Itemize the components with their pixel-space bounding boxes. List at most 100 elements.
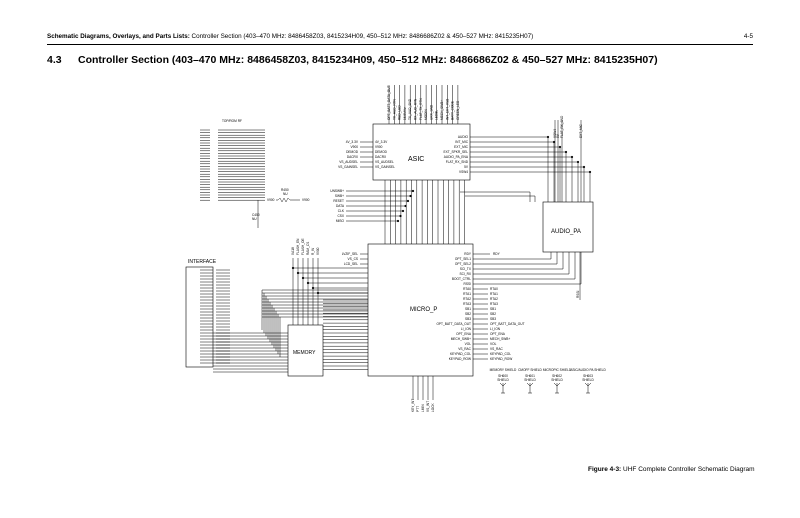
- resistor-value: NU: [283, 192, 288, 196]
- page-number: 4-5: [743, 33, 753, 40]
- micro-output-pin: OPT_BATT_DATA_OUT: [436, 322, 471, 326]
- micro-output-pin: SB2: [465, 312, 471, 316]
- junction-dot: [401, 209, 405, 213]
- micro-bottom-net: PTT: [416, 406, 420, 412]
- shield-title: MICROPIC SHIELD: [543, 368, 572, 372]
- shield-lead: [502, 382, 507, 387]
- interface-block: [185, 266, 214, 368]
- audio-pa-top-pin: 5V: [556, 133, 560, 138]
- micro-bottom-net: VS_INT: [426, 401, 430, 412]
- asic-net-input: CSX: [337, 214, 344, 218]
- asic-block: [372, 123, 471, 181]
- asic-left-pin-inner: DEMOD: [375, 150, 388, 154]
- micro-output-pin: OPT_ENA: [456, 332, 472, 336]
- asic-top-pin: OPT_BATT_DATA_OUT: [387, 85, 391, 120]
- asic-left-pin: VS_GAINSEL: [338, 165, 358, 169]
- asic-net-input: MISO: [336, 219, 345, 223]
- micro-output-net: VOL: [490, 342, 497, 346]
- asic-top-pin: INT_EXT_VSB: [445, 99, 449, 120]
- asic-left-pin: DACRX: [347, 155, 359, 159]
- memory-label: MEMORY: [293, 350, 316, 356]
- asic-right-pin: EXT_MIC: [454, 145, 469, 149]
- micro-right-pin: SCI_RX: [459, 272, 471, 276]
- section-title: 4.3 Controller Section (403–470 MHz: 8486…: [47, 54, 658, 66]
- micro-output-net: KEYPAD_ROW: [490, 357, 512, 361]
- asic-label: ASIC: [408, 156, 424, 163]
- asic-top-pin: RX_AUD_RTN: [414, 98, 418, 120]
- asic-right-pin: EXT_SPKR_SEL: [444, 150, 469, 154]
- rdy-net: RDY: [493, 252, 501, 256]
- micro-right-pin: BOOT_CTRL: [452, 277, 471, 281]
- asic-top-pin: URX_SND: [429, 104, 433, 120]
- capacitor-value: NU: [252, 217, 257, 221]
- shield-title: ASIC/AUDIO PA SHIELD: [570, 368, 606, 372]
- header-section-text: Controller Section (403–470 MHz: 8486458…: [191, 33, 534, 40]
- shield-lead: [584, 382, 589, 387]
- memory-top-net: FLASH_OE: [301, 238, 305, 255]
- asic-right-pin: AUDIO_PA_ENA: [444, 155, 469, 159]
- asic-right-pin: 5V: [464, 165, 469, 169]
- rssi-net: RSSI: [576, 290, 580, 298]
- junction-dot: [576, 160, 580, 164]
- asic-net-input: CLK: [338, 209, 345, 213]
- resistor-symbol: [277, 197, 291, 203]
- micro-right-pin: RDY: [464, 252, 472, 256]
- asic-net-input: DATA: [336, 204, 345, 208]
- section-title-text: Controller Section (403–470 MHz: 8486458…: [78, 54, 658, 66]
- shield-lead: [526, 382, 531, 387]
- micro-output-pin: RTA1: [463, 292, 471, 296]
- asic-top-pin: LEDBL: [435, 110, 439, 120]
- memory-block: [287, 324, 324, 377]
- micro-left-net: LCD_SEL: [344, 262, 358, 266]
- audio-pa-top-pin: FLAT_RX_SND: [560, 115, 564, 138]
- micro-right-pin: RSSI: [464, 282, 472, 286]
- micro-output-net: SB2: [490, 312, 496, 316]
- shield-lead: [499, 382, 504, 387]
- junction-dot: [582, 165, 586, 169]
- asic-top-pin: 16.8MHz: [403, 107, 407, 120]
- micro-output-net: RTA3: [490, 302, 498, 306]
- asic-top-pin: MECH_SWB+: [440, 100, 444, 120]
- micro-output-net: LI_ION: [490, 327, 501, 331]
- shield-name: SHIELD: [551, 378, 563, 382]
- audio-pa-label: AUDIO_PA: [551, 229, 581, 235]
- micro-output-net: RTA0: [490, 287, 498, 291]
- micro-output-net: VS_RAC: [490, 347, 503, 351]
- audio-pa-top-pin: EXT_MIC: [579, 123, 583, 138]
- memory-top-net: RAM_CS: [306, 242, 310, 255]
- micro-output-pin: SB1: [465, 307, 471, 311]
- junction-dot: [546, 135, 550, 139]
- asic-top-pin: GREEN_LED: [456, 100, 460, 120]
- resistor-net-left: V900: [267, 198, 275, 202]
- micro-output-pin: VS_RAC: [458, 347, 471, 351]
- section-number: 4.3: [47, 54, 62, 66]
- micro-output-net: SB1: [490, 307, 496, 311]
- micro-left-net: LVZIF_SEL: [342, 252, 358, 256]
- micro-output-net: RTA1: [490, 292, 498, 296]
- micro-output-net: KEYPAD_COL: [490, 352, 511, 356]
- interface-label: INTERFACE: [188, 259, 217, 265]
- junction-dot: [396, 219, 400, 223]
- toprom-label: TOP/ROM RF: [222, 119, 242, 123]
- micro-output-pin: RTA0: [463, 287, 471, 291]
- shield-name: SHIELD: [497, 378, 509, 382]
- shield-name: SHIELD: [582, 378, 594, 382]
- memory-top-net: XA18: [291, 247, 295, 255]
- asic-right-pin: INT_MIC: [455, 140, 468, 144]
- micro-output-pin: MECH_SWB+: [451, 337, 471, 341]
- micro-p-block: [367, 243, 474, 377]
- shield-name: SHIELD: [524, 378, 536, 382]
- asic-left-pin-inner: DACRX: [375, 155, 387, 159]
- audio-pa-top-pin: VSW4: [553, 129, 557, 138]
- figure-caption-text: UHF Complete Controller Schematic Diagra…: [623, 466, 755, 473]
- asic-left-pin-inner: 4V_3.3V: [375, 140, 388, 144]
- micro-output-pin: RTA2: [463, 297, 471, 301]
- asic-left-pin-inner: VS_GAINSEL: [375, 165, 395, 169]
- micro-left-net: VS_CS: [348, 257, 358, 261]
- asic-top-pin: TX_AUD_SND: [408, 98, 412, 120]
- audio-pa-block: [542, 201, 594, 253]
- asic-net-input: RESET: [333, 199, 344, 203]
- junction-dot: [570, 155, 574, 159]
- micro-output-pin: RTA3: [463, 302, 471, 306]
